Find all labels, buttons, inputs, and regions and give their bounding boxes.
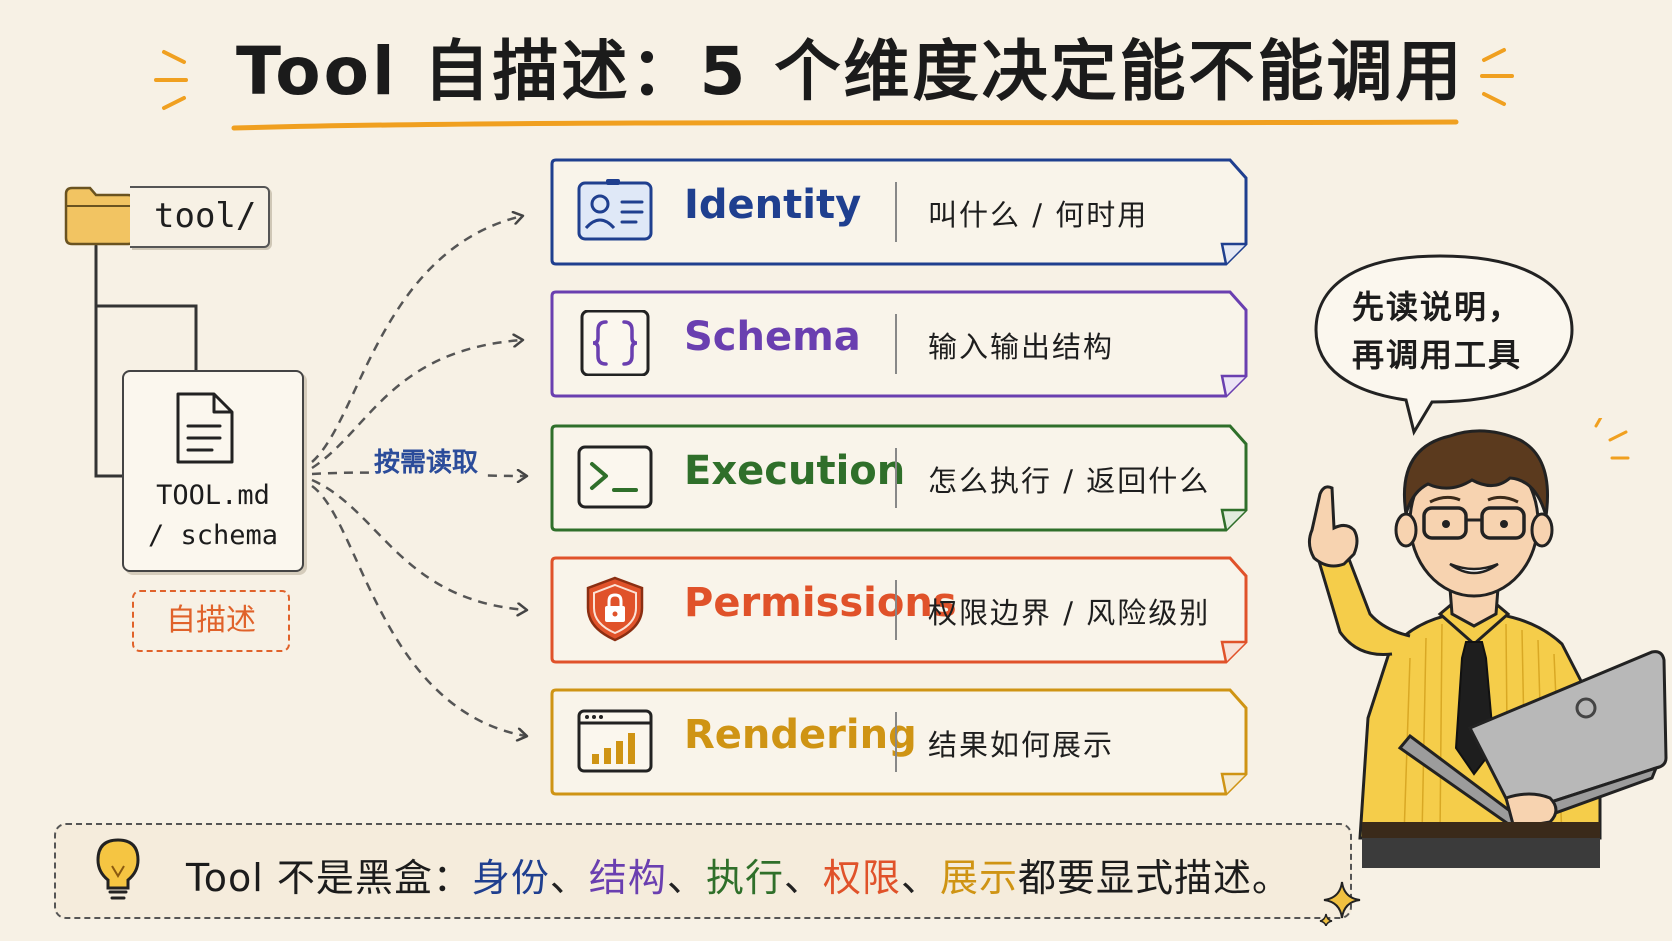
document-icon [176,392,234,464]
tree-connector-lines [94,244,198,478]
folder-label: tool/ [154,196,257,236]
sparkle-icon [1319,881,1361,926]
card-frame [550,688,1248,796]
title-spark-left-icon [154,50,188,110]
dimension-description: 怎么执行 / 返回什么 [928,464,1211,498]
light-bulb-icon [96,838,140,900]
dimension-name: Identity [684,182,862,228]
title-spark-right-icon [1480,48,1514,106]
file-subname: / schema [147,520,279,551]
card-divider [895,448,897,508]
folder-label-box [130,186,270,248]
shield-lock-icon [586,576,644,642]
summary-structure: 结构 [588,856,667,900]
file-name: TOOL.md [156,480,270,511]
id-card-icon [577,179,653,241]
dimension-name: Permissions [684,580,957,626]
dimension-description: 权限边界 / 风险级别 [928,596,1211,630]
presenter-illustration [1307,418,1668,868]
summary-separator: 、 [783,856,823,900]
summary-separator: 、 [549,856,589,900]
card-frame [550,424,1248,532]
self-description-tag: 自描述 [132,590,290,652]
dimension-name: Rendering [684,712,917,758]
dimension-name: Execution [684,448,906,494]
speech-bubble [1314,254,1574,436]
summary-prefix: Tool 不是黑盒： [186,856,472,900]
read-on-demand-label: 按需读取 [370,442,483,479]
summary-rendering: 展示 [940,856,1019,900]
summary-identity: 身份 [471,856,550,900]
speech-line-2: 再调用工具 [1352,336,1523,374]
card-divider [895,712,897,772]
idea-spark-icon [1594,418,1630,460]
card-divider [895,182,897,242]
braces-icon [580,310,650,376]
dimension-description: 结果如何展示 [928,728,1115,762]
summary-execution: 执行 [705,856,784,900]
card-divider [895,580,897,640]
speech-line-1: 先读说明， [1352,288,1523,326]
card-frame [550,290,1248,398]
summary-text: Tool 不是黑盒：身份、结构、执行、权限、展示都要显式描述。 [186,847,1291,902]
card-divider [895,314,897,374]
read-on-demand-arrows [311,0,560,800]
dimension-description: 输入输出结构 [928,330,1115,364]
title-underline [231,119,1459,131]
dimension-card-schema: Schema 输入输出结构 [550,290,1248,398]
dimension-card-execution: Execution 怎么执行 / 返回什么 [550,424,1248,532]
bar-chart-icon [577,709,653,773]
card-frame [550,158,1248,266]
summary-banner [54,823,1352,919]
terminal-icon [577,445,653,509]
dimension-description: 叫什么 / 何时用 [928,198,1149,232]
page-title: Tool 自描述：5 个维度决定能不能调用 [236,33,1465,110]
dimension-card-identity: Identity 叫什么 / 何时用 [550,158,1248,266]
dimension-name: Schema [684,314,861,360]
card-frame [550,556,1248,664]
summary-separator: 、 [901,856,941,900]
dimension-card-rendering: Rendering 结果如何展示 [550,688,1248,796]
summary-separator: 、 [666,856,706,900]
summary-suffix: 都要显式描述。 [1018,856,1292,900]
summary-permissions: 权限 [822,856,901,900]
dimension-card-permissions: Permissions 权限边界 / 风险级别 [550,556,1248,664]
